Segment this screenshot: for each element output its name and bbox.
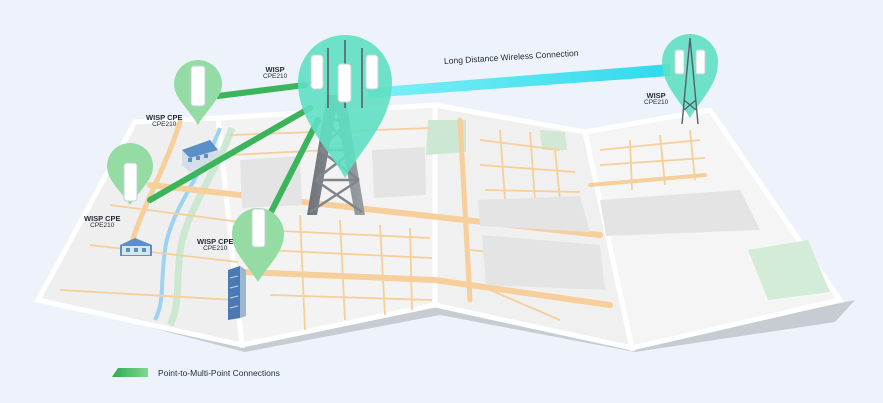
far-ap-pin xyxy=(662,34,718,125)
cpe-2-label: WISP CPE CPE210 xyxy=(84,215,121,230)
device-model: CPE210 xyxy=(90,221,115,229)
skyscraper-building xyxy=(228,266,246,320)
park xyxy=(748,240,830,300)
device-role: WISP xyxy=(646,91,666,100)
cpe210-device-icon xyxy=(695,49,706,75)
legend-label: Point-to-Multi-Point Connections xyxy=(158,368,280,378)
cpe-pin-3 xyxy=(232,208,284,282)
long-distance-link xyxy=(368,64,670,98)
cpe210-device-icon xyxy=(337,63,352,103)
cpe-1-label: WISP CPE CPE210 xyxy=(146,114,183,129)
city-blocks xyxy=(240,147,760,290)
cpe-3-label: WISP CPE CPE210 xyxy=(197,238,234,253)
cpe210-device-icon xyxy=(365,54,379,90)
device-model: CPE210 xyxy=(263,72,288,80)
far-ap-label: WISP CPE210 xyxy=(644,92,668,107)
cpe210-device-icon xyxy=(674,49,685,75)
cpe210-device-icon xyxy=(190,65,206,107)
device-role: WISP CPE xyxy=(146,113,183,122)
cpe210-device-icon xyxy=(310,54,324,90)
cpe210-device-icon xyxy=(251,208,266,248)
cpe-pin-2 xyxy=(107,143,153,205)
point-to-multipoint-links xyxy=(147,82,321,221)
minor-roads xyxy=(59,127,706,331)
device-role: WISP xyxy=(265,65,285,74)
park xyxy=(540,130,567,150)
radio-tower xyxy=(681,37,699,125)
device-model: CPE210 xyxy=(203,244,228,252)
park xyxy=(426,120,466,155)
device-role: WISP CPE xyxy=(197,237,234,246)
device-model: CPE210 xyxy=(152,120,177,128)
cpe210-device-icon xyxy=(123,162,138,202)
house-building xyxy=(120,238,152,256)
main-ap-label: WISP CPE210 xyxy=(263,66,287,81)
device-role: WISP CPE xyxy=(84,214,121,223)
legend-swatch xyxy=(112,368,148,377)
cpe-pin-1 xyxy=(174,60,222,125)
device-model: CPE210 xyxy=(644,98,669,106)
main-ap-pin xyxy=(298,35,392,178)
